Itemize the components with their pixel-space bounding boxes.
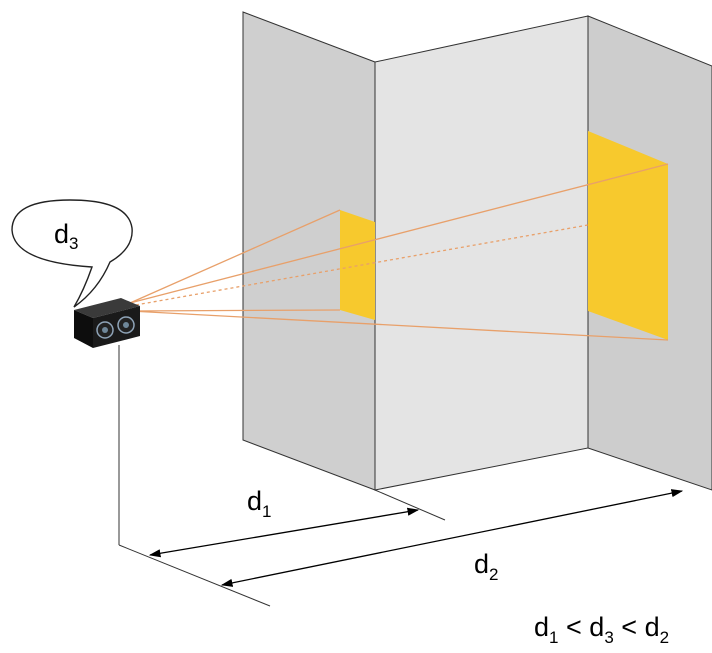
distance-relation-formula: d1 < d3 < d2 bbox=[534, 612, 669, 647]
near-light-spot bbox=[340, 210, 375, 320]
speech-bubble bbox=[11, 199, 133, 308]
d2-arrow bbox=[220, 489, 684, 587]
d2-label: d2 bbox=[474, 549, 499, 584]
beam-far-top bbox=[129, 163, 669, 304]
far-light-spot bbox=[588, 131, 668, 340]
beam-far-bottom bbox=[129, 310, 669, 341]
far-wall-left-panel bbox=[374, 15, 589, 491]
laser-beams bbox=[129, 163, 669, 341]
d1-label: d1 bbox=[247, 486, 272, 521]
d1-arrow bbox=[148, 507, 420, 558]
bubble-label: d3 bbox=[54, 219, 79, 253]
beam-near-bottom bbox=[129, 309, 341, 312]
beam-near-top bbox=[129, 209, 341, 304]
distance-sensor bbox=[74, 298, 140, 348]
baseline-extension bbox=[118, 544, 271, 607]
